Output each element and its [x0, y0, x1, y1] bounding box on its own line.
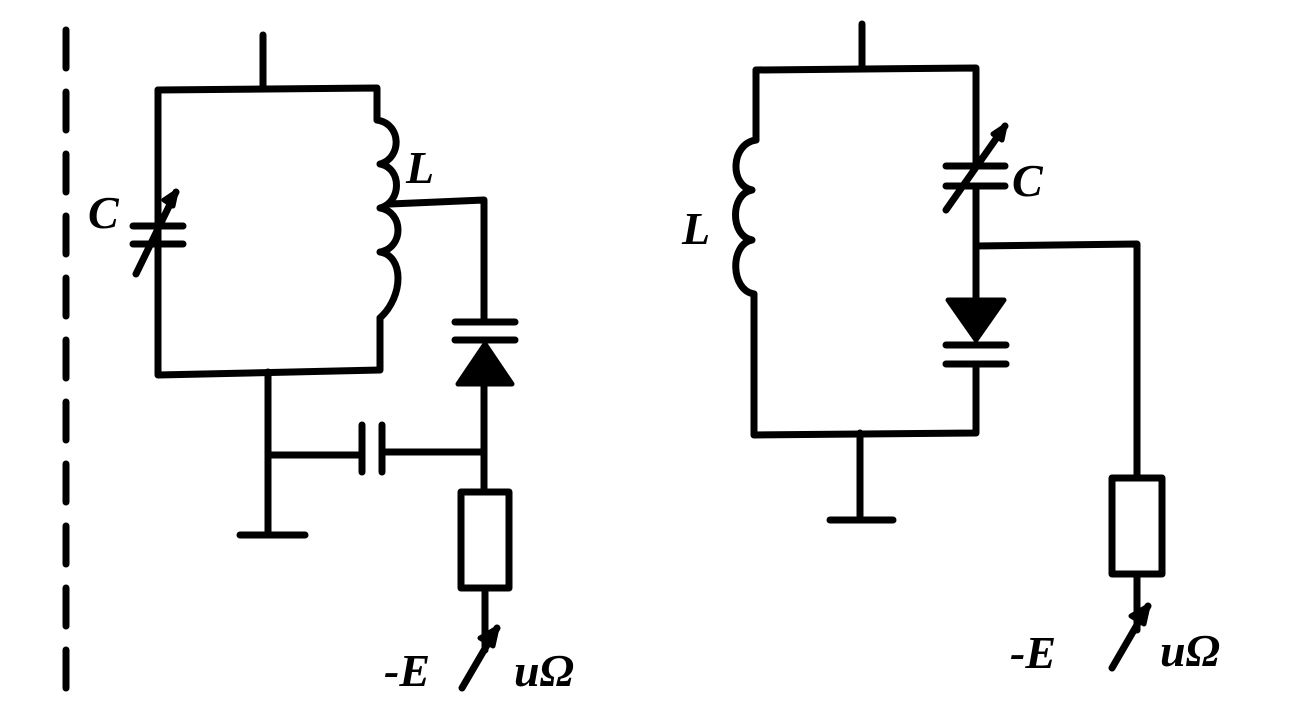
right-capacitor-label: C [1012, 155, 1043, 206]
right-inductor-coil [732, 136, 760, 298]
right-supply-label: -E [1010, 627, 1056, 678]
right-resistor-branch-wire [972, 240, 1141, 482]
left-variable-capacitor [129, 188, 187, 278]
left-resistor [457, 488, 513, 592]
left-capacitor-label: C [88, 187, 119, 238]
right-tank-frame-wire [750, 290, 980, 439]
right-resistor [1108, 474, 1166, 578]
right-varactor-diode [942, 297, 1010, 368]
left-input-arrow-head [477, 625, 500, 649]
right-inductor-label: L [682, 203, 711, 254]
left-diode-branch-wire [386, 196, 488, 326]
left-circuit [129, 31, 519, 692]
right-circuit [732, 20, 1166, 672]
left-signal-label: uΩ [514, 645, 574, 696]
right-signal-label: uΩ [1160, 625, 1220, 676]
right-input-arrow-head [1128, 603, 1151, 627]
left-inductor-label: L [406, 142, 435, 193]
right-tank-top-wire [752, 64, 980, 166]
left-inductor-coil [373, 116, 402, 322]
left-varactor-diode [451, 318, 519, 387]
left-tank-frame-wire [154, 86, 384, 379]
right-variable-capacitor [942, 122, 1009, 214]
left-tank-top-wire [154, 84, 381, 124]
left-supply-label: -E [384, 645, 430, 696]
